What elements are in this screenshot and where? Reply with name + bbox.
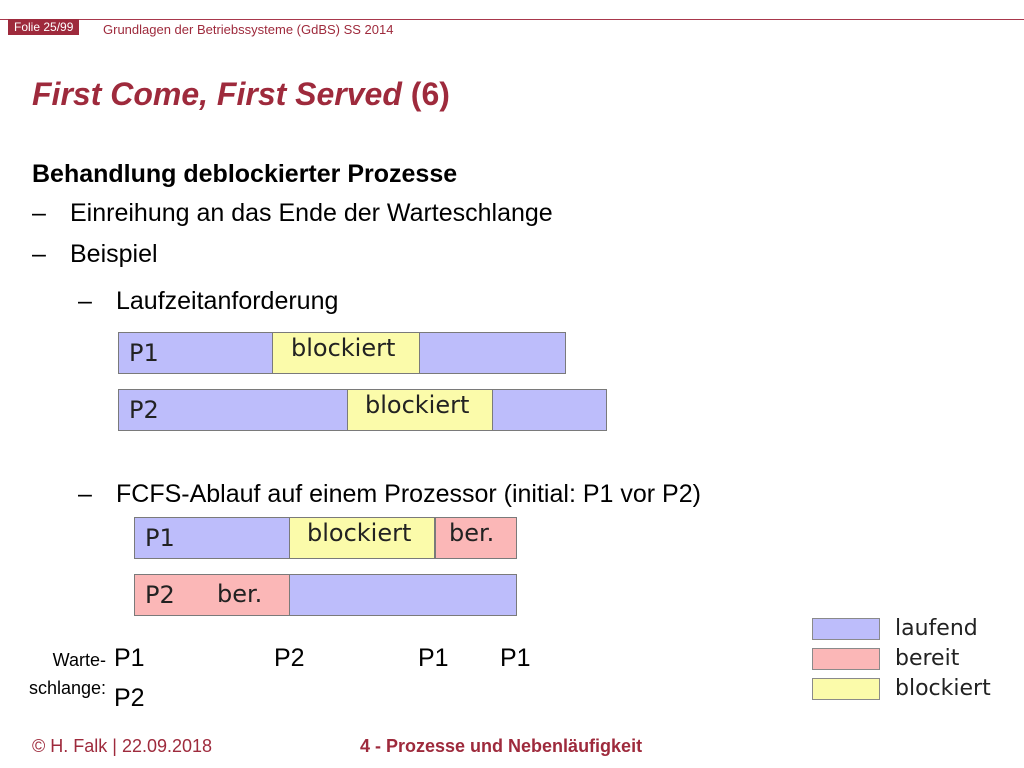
segment-running — [119, 333, 272, 373]
queue-entry: P1 — [418, 644, 449, 672]
footer-author: © H. Falk | 22.09.2018 — [32, 736, 213, 756]
bullet-item: –Einreihung an das Ende der Warteschlang… — [32, 199, 553, 227]
queue-label-line2: schlange: — [28, 678, 106, 698]
bullet-item: –Beispiel — [32, 240, 158, 268]
legend-label-ready: bereit — [895, 646, 960, 671]
queue-entry: P2 — [274, 644, 305, 672]
queue-label-line1: Warte- — [52, 650, 106, 670]
legend-swatch-blocked — [812, 678, 880, 700]
process-label: P2 — [129, 396, 159, 424]
segment-ready — [135, 575, 289, 615]
legend-label-running: laufend — [895, 616, 978, 641]
sub-bullet-item: –FCFS-Ablauf auf einem Prozessor (initia… — [78, 480, 701, 508]
schedule-bar-p1: P1 blockiert ber. — [134, 517, 517, 559]
process-label: P1 — [129, 339, 159, 367]
schedule-bar-p2: P2 ber. — [134, 574, 517, 616]
process-label: P1 — [145, 524, 175, 552]
ready-label: ber. — [217, 580, 263, 608]
course-title: Grundlagen der Betriebssysteme (GdBS) SS… — [103, 22, 394, 37]
sub-bullet-item: –Laufzeitanforderung — [78, 287, 339, 315]
segment-running — [420, 333, 565, 373]
section-heading: Behandlung deblockierter Prozesse — [32, 160, 458, 188]
segment-blocked — [347, 390, 493, 430]
queue-entry: P1 — [114, 644, 145, 672]
segment-running — [493, 390, 606, 430]
ready-label: ber. — [449, 519, 495, 547]
legend-swatch-running — [812, 618, 880, 640]
blocked-label: blockiert — [291, 334, 396, 362]
process-label: P2 — [145, 581, 175, 609]
queue-entry: P1 — [500, 644, 531, 672]
segment-running — [135, 518, 289, 558]
queue-entry: P2 — [114, 684, 145, 712]
slide-title: First Come, First Served (6) — [32, 76, 450, 113]
segment-running — [289, 575, 516, 615]
segment-blocked — [289, 518, 435, 558]
footer-chapter: 4 - Prozesse und Nebenläufigkeit — [360, 736, 643, 756]
legend-swatch-ready — [812, 648, 880, 670]
slide-title-suffix: (6) — [401, 76, 450, 112]
blocked-label: blockiert — [365, 391, 470, 419]
legend-label-blocked: blockiert — [895, 676, 991, 701]
request-bar-p1: P1 blockiert — [118, 332, 566, 374]
header-rule — [0, 19, 1024, 20]
segment-ready — [435, 518, 516, 558]
segment-blocked — [272, 333, 420, 373]
slide-number: Folie 25/99 — [8, 19, 80, 35]
request-bar-p2: P2 blockiert — [118, 389, 607, 431]
slide-title-main: First Come, First Served — [32, 76, 402, 112]
blocked-label: blockiert — [307, 519, 412, 547]
segment-running — [119, 390, 347, 430]
